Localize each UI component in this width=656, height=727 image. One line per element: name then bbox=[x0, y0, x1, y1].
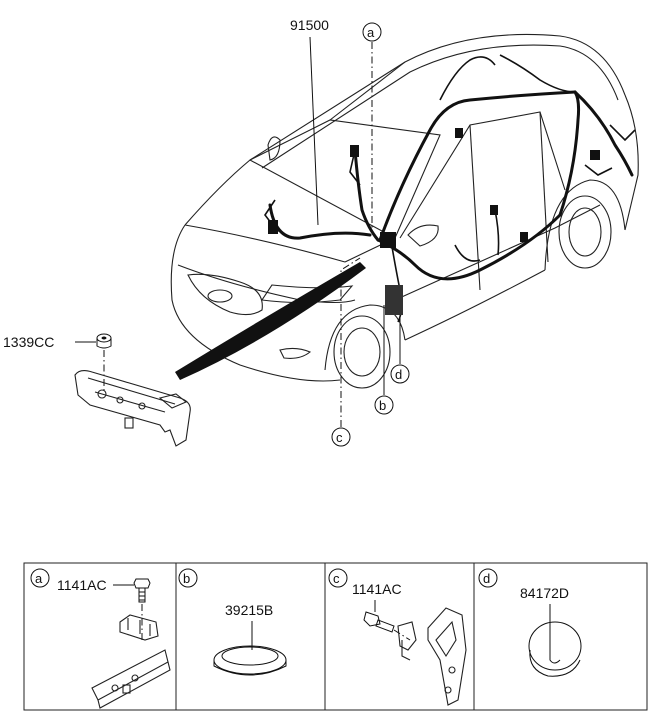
panel-a-letter: a bbox=[35, 571, 43, 586]
panel-d-part: 84172D bbox=[520, 585, 569, 601]
bolt-icon-c bbox=[363, 611, 395, 633]
panel-d-letter: d bbox=[483, 571, 490, 586]
clip-icon bbox=[119, 614, 159, 641]
harness-loom-sweep bbox=[175, 262, 366, 380]
nut-icon bbox=[96, 333, 112, 349]
callout-c-bottom: c bbox=[336, 430, 343, 445]
rail-icon bbox=[91, 649, 171, 709]
callout-d-bottom: d bbox=[395, 367, 402, 382]
vehicle-outline bbox=[170, 33, 639, 389]
plug-icon bbox=[528, 621, 582, 677]
panel-a-part: 1141AC bbox=[57, 577, 107, 593]
grommet-icon bbox=[213, 645, 287, 676]
panel-b-part: 39215B bbox=[225, 602, 273, 618]
panel-a: a 1141AC bbox=[30, 568, 171, 709]
panel-c-part: 1141AC bbox=[352, 581, 402, 597]
bracket-icon bbox=[74, 369, 191, 447]
connector-c-icon bbox=[397, 621, 417, 661]
panel-b: b 39215B bbox=[178, 568, 287, 676]
harness-connectors bbox=[268, 128, 600, 315]
label-1339cc: 1339CC bbox=[3, 334, 54, 350]
detail-panel-table bbox=[23, 562, 648, 711]
bolt-icon bbox=[133, 578, 151, 603]
callout-b-bottom: b bbox=[379, 398, 386, 413]
panel-bracket-icon bbox=[427, 607, 467, 706]
panel-d: d 84172D bbox=[478, 568, 582, 677]
panel-b-letter: b bbox=[183, 571, 190, 586]
callout-a-top: a bbox=[367, 25, 375, 40]
label-91500: 91500 bbox=[290, 17, 329, 33]
panel-c-letter: c bbox=[333, 571, 340, 586]
panel-c: c 1141AC bbox=[328, 568, 467, 706]
wiring-harness bbox=[264, 54, 636, 323]
